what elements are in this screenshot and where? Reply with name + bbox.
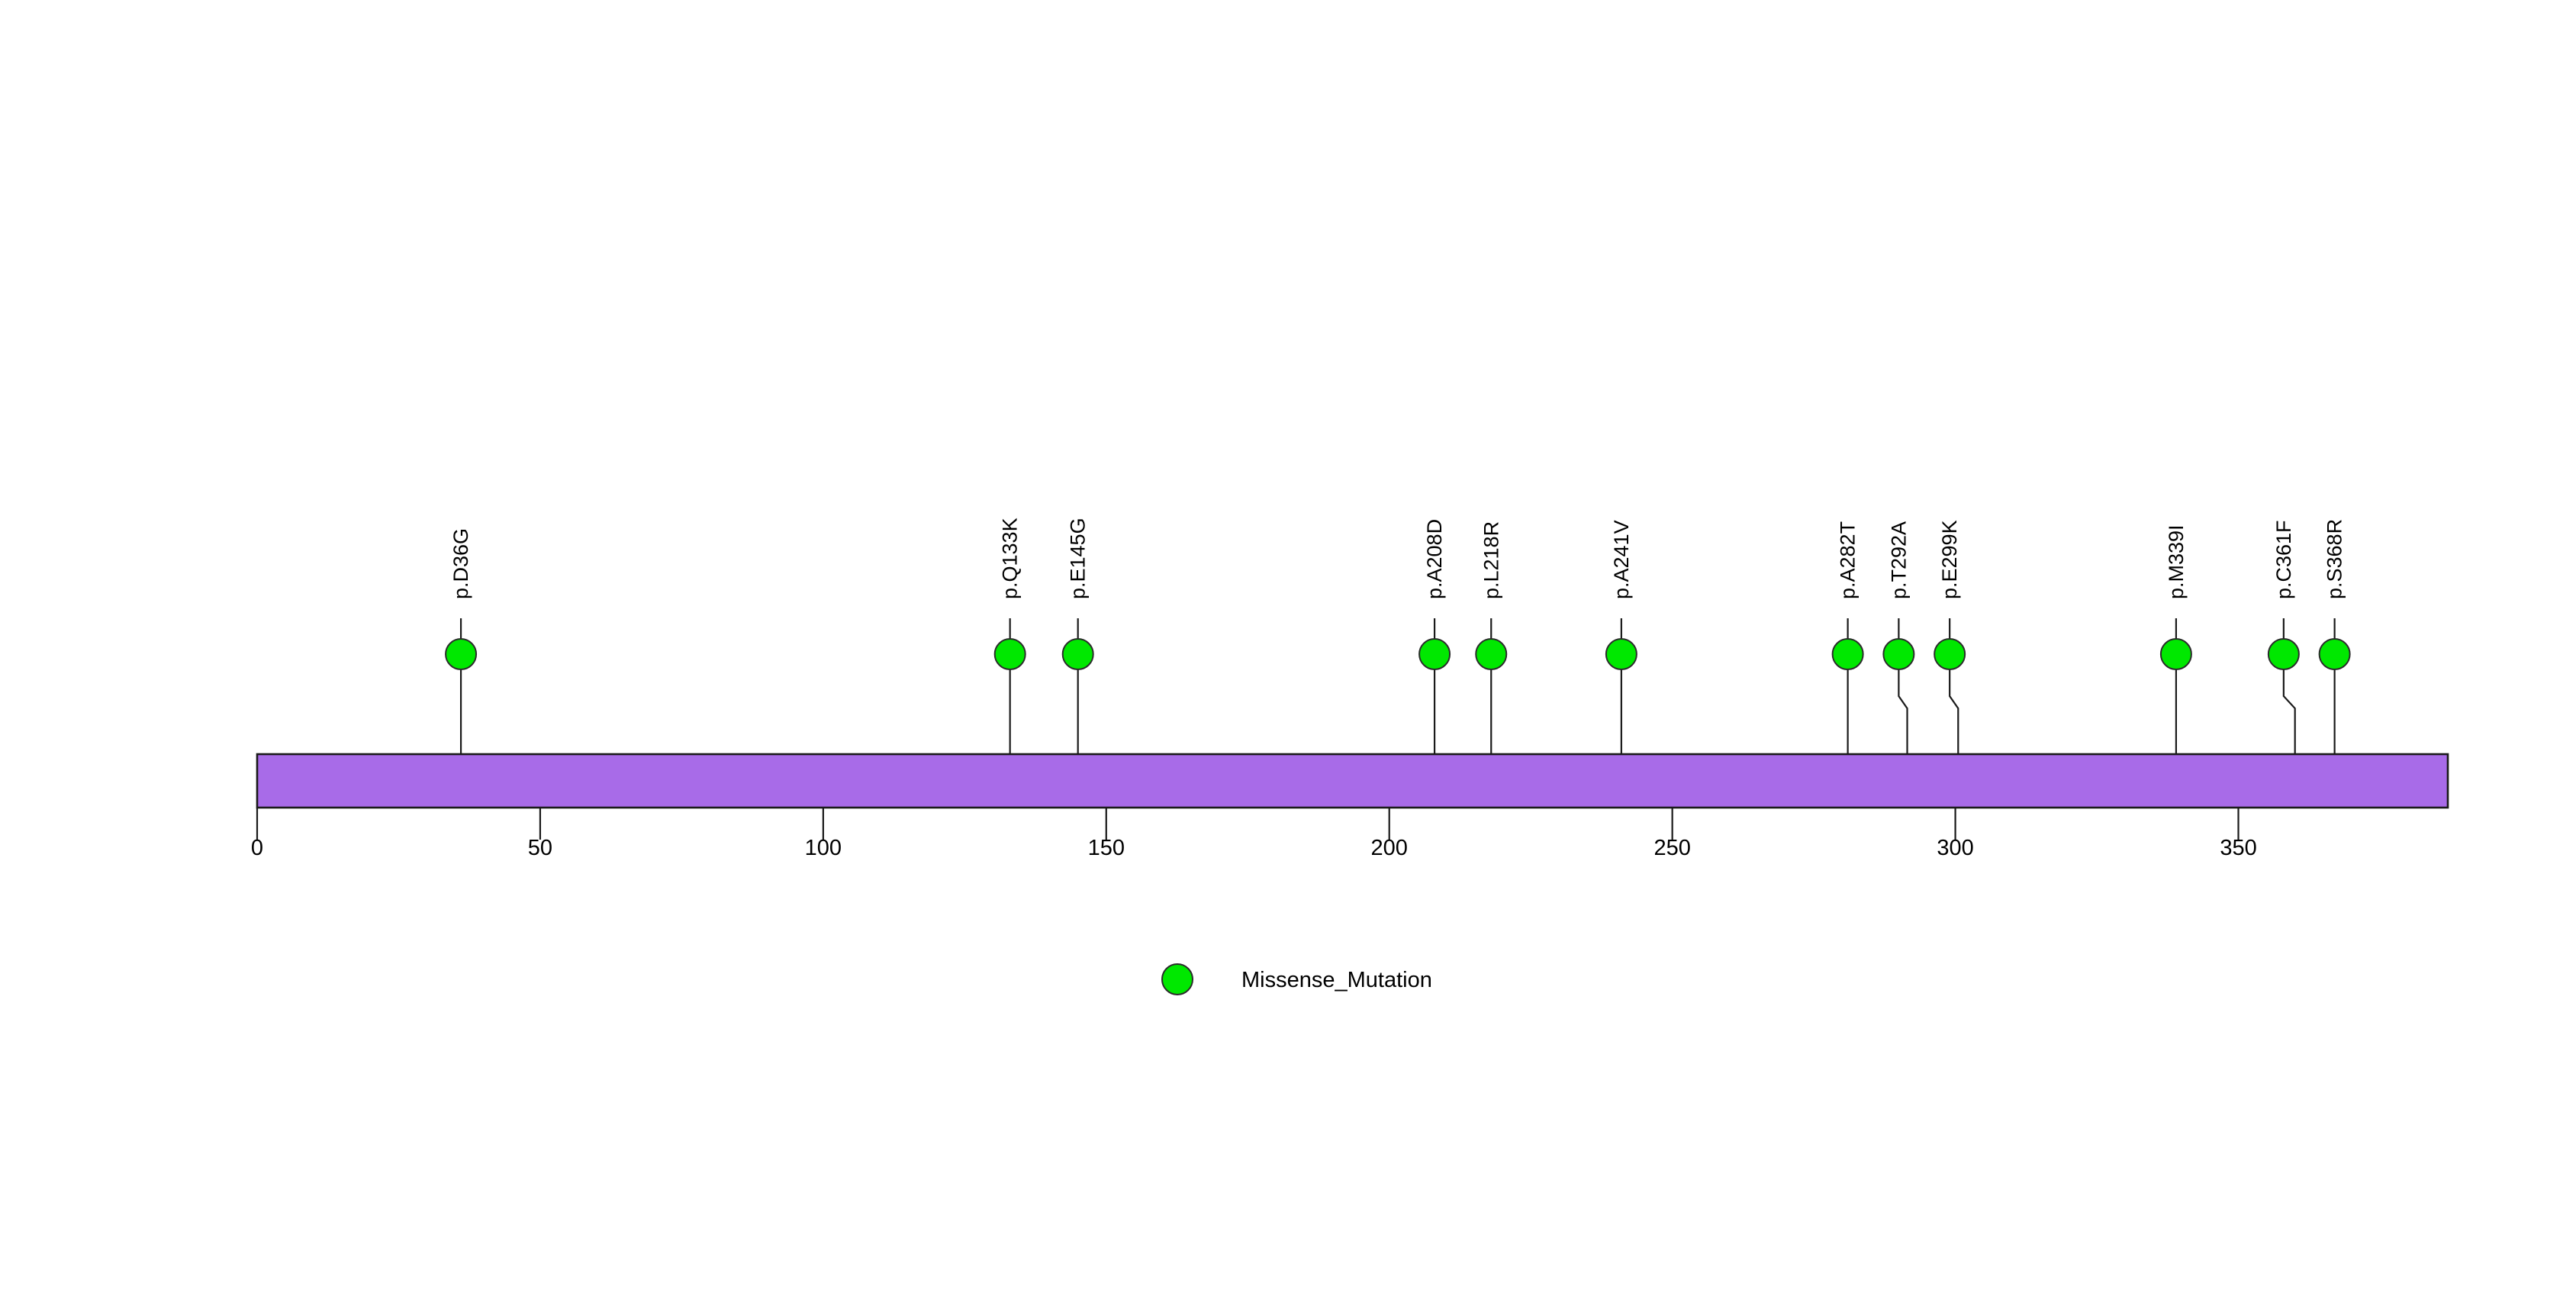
mutation-label: p.E145G [1067, 518, 1090, 599]
mutation-label: p.T292A [1887, 521, 1910, 599]
mutation-labels-layer: p.D36G p.Q133K p.E145G p.A208D p.L218R p.A241… [449, 518, 2346, 599]
axis-tick-label: 150 [1088, 836, 1125, 860]
legend-marker-circle [1161, 963, 1193, 995]
mutation-dot[interactable] [1882, 638, 1915, 670]
mutation-label: p.E299K [1938, 520, 1961, 599]
mutation-label: p.D36G [449, 528, 472, 599]
mutation-dot[interactable] [2159, 638, 2192, 670]
mutation-label: p.Q133K [999, 518, 1022, 599]
mutation-label: p.A241V [1610, 520, 1633, 599]
chart-legend: Missense_Mutation [1161, 963, 1432, 995]
axis-tick-label: 0 [251, 836, 263, 860]
mutation-dot[interactable] [993, 638, 1026, 670]
mutation-dot[interactable] [1061, 638, 1094, 670]
axis-tick-label: 300 [1937, 836, 1973, 860]
mutation-dot[interactable] [2318, 638, 2351, 670]
protein-backbone-layer [256, 753, 2449, 809]
mutation-dot[interactable] [1605, 638, 1637, 670]
protein-backbone-bar [256, 753, 2449, 809]
axis-tick-label: 100 [805, 836, 842, 860]
axis-tick-label: 50 [528, 836, 552, 860]
mutation-dot[interactable] [445, 638, 478, 670]
mutation-label: p.C361F [2272, 520, 2295, 599]
axis-tick-label: 350 [2220, 836, 2256, 860]
mutation-label: p.A208D [1423, 519, 1446, 599]
mutation-label: p.S368R [2323, 519, 2346, 599]
axis-tick-label: 250 [1653, 836, 1690, 860]
mutation-dot[interactable] [1418, 638, 1451, 670]
legend-label: Missense_Mutation [1241, 968, 1432, 992]
mutation-label: p.A282T [1837, 521, 1860, 599]
position-axis-layer: 0 50 100 150 200 250 300 350 [251, 808, 2257, 860]
mutation-dot[interactable] [2267, 638, 2300, 670]
mutation-label: p.M339I [2165, 524, 2188, 599]
mutation-dot[interactable] [1831, 638, 1864, 670]
axis-tick-label: 200 [1371, 836, 1408, 860]
mutation-dot[interactable] [1934, 638, 1966, 670]
mutation-dots-layer [445, 638, 2351, 670]
mutation-label: p.L218R [1480, 521, 1502, 599]
mutation-dot[interactable] [1475, 638, 1508, 670]
